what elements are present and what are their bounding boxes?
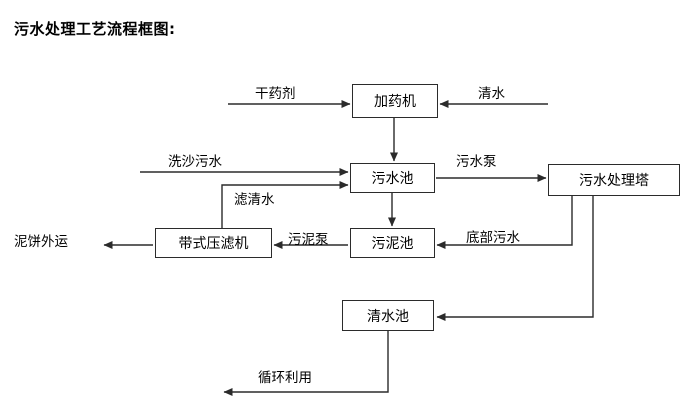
edge-bottom-sewage-to-sludge-pond [436,196,573,249]
edge-label-clean-water: 清水 [478,86,505,102]
edge-label-sludge-pump: 污泥泵 [288,232,329,248]
node-label: 清水池 [367,308,409,325]
node-label: 污水池 [371,171,414,187]
node-label: 污水处理塔 [579,173,649,189]
edge-label-sewage-pump: 污水泵 [456,154,497,170]
edge-label-filtered-clear-water: 滤清水 [234,192,275,208]
edge-label-mud-cake-out: 泥饼外运 [14,234,68,250]
edge-filtered-water-to-sewage-pond [221,181,349,228]
node-clear-water-pond[interactable]: 清水池 [342,300,434,331]
node-belt-filter-press[interactable]: 带式压滤机 [155,228,272,258]
edge-label-bottom-sewage: 底部污水 [466,230,520,246]
node-sewage-pond[interactable]: 污水池 [350,163,435,193]
node-label: 带式压滤机 [178,236,249,252]
edge-tower-to-clear-water-pond [436,196,594,321]
edge-label-sand-wash-sewage: 洗沙污水 [168,154,222,170]
edge-label-recycle-reuse: 循环利用 [258,370,312,386]
page-title: 污水处理工艺流程框图: [14,20,176,38]
edge-clear-water-pond-recycle [223,331,389,396]
node-sludge-pond[interactable]: 污泥池 [350,228,435,258]
edge-label-dry-chemical: 干药剂 [255,86,296,102]
node-label: 污泥池 [371,236,414,252]
node-treatment-tower[interactable]: 污水处理塔 [548,164,680,196]
node-label: 加药机 [374,94,416,110]
node-dosing-machine[interactable]: 加药机 [352,84,438,118]
